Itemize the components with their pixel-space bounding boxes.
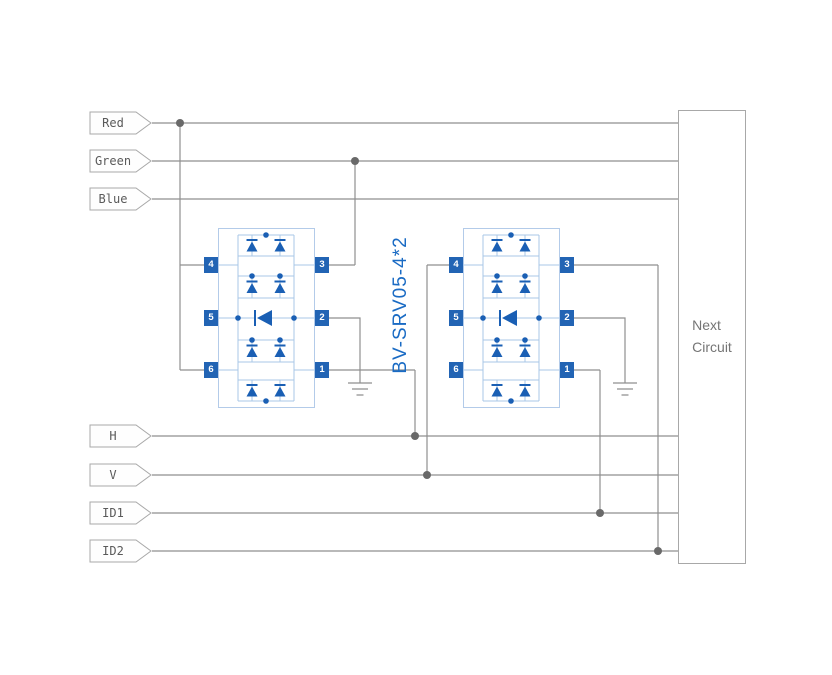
signal-tag-v: V xyxy=(89,463,152,487)
ic2-pin-2: 2 xyxy=(560,310,574,326)
tag-outline xyxy=(89,463,152,487)
signal-label-red: Red xyxy=(102,116,124,130)
signal-tag-red: Red xyxy=(89,111,152,135)
next-circuit-label: Next Circuit xyxy=(692,317,732,355)
wire-green xyxy=(152,160,678,266)
ground-symbol-left xyxy=(329,317,372,396)
ic2-pin-6: 6 xyxy=(449,362,463,378)
ic2-pin-3: 3 xyxy=(560,257,574,273)
signal-tag-h: H xyxy=(89,424,152,448)
ground-symbol-right xyxy=(574,317,637,396)
ic1-pin-2: 2 xyxy=(315,310,329,326)
tvs-array-ic-1: 4 5 6 3 2 1 xyxy=(204,228,329,408)
tag-outline xyxy=(89,187,152,211)
ic2-pin-4: 4 xyxy=(449,257,463,273)
signal-label-id2: ID2 xyxy=(102,544,124,558)
signal-label-v: V xyxy=(109,468,116,482)
ic1-pin-6: 6 xyxy=(204,362,218,378)
wire-red xyxy=(152,122,678,371)
wire-id2 xyxy=(152,264,678,552)
ic1-pin-4: 4 xyxy=(204,257,218,273)
wire-v xyxy=(152,264,678,476)
ic1-pin-5: 5 xyxy=(204,310,218,326)
ic2-pin-5: 5 xyxy=(449,310,463,326)
signal-tag-green: Green xyxy=(89,149,152,173)
tag-outline xyxy=(89,111,152,135)
ic1-pin-1: 1 xyxy=(315,362,329,378)
signal-label-green: Green xyxy=(95,154,131,168)
wire-id1 xyxy=(152,369,678,514)
ic2-internal-schematic xyxy=(463,228,560,408)
signal-label-h: H xyxy=(109,429,116,443)
next-circuit-box: Next Circuit xyxy=(678,110,746,564)
signal-label-blue: Blue xyxy=(99,192,128,206)
signal-tag-id2: ID2 xyxy=(89,539,152,563)
signal-tag-id1: ID1 xyxy=(89,501,152,525)
ic1-pin-3: 3 xyxy=(315,257,329,273)
signal-tag-blue: Blue xyxy=(89,187,152,211)
tag-outline xyxy=(89,424,152,448)
part-number-label: BV-SRV05-4*2 xyxy=(390,236,411,374)
ic2-pin-1: 1 xyxy=(560,362,574,378)
tvs-array-ic-2: 4 5 6 3 2 1 xyxy=(449,228,574,408)
ic1-internal-schematic xyxy=(218,228,315,408)
tag-outline xyxy=(89,539,152,563)
junction-dots xyxy=(176,119,662,555)
tag-outline xyxy=(89,149,152,173)
signal-label-id1: ID1 xyxy=(102,506,124,520)
tag-outline xyxy=(89,501,152,525)
